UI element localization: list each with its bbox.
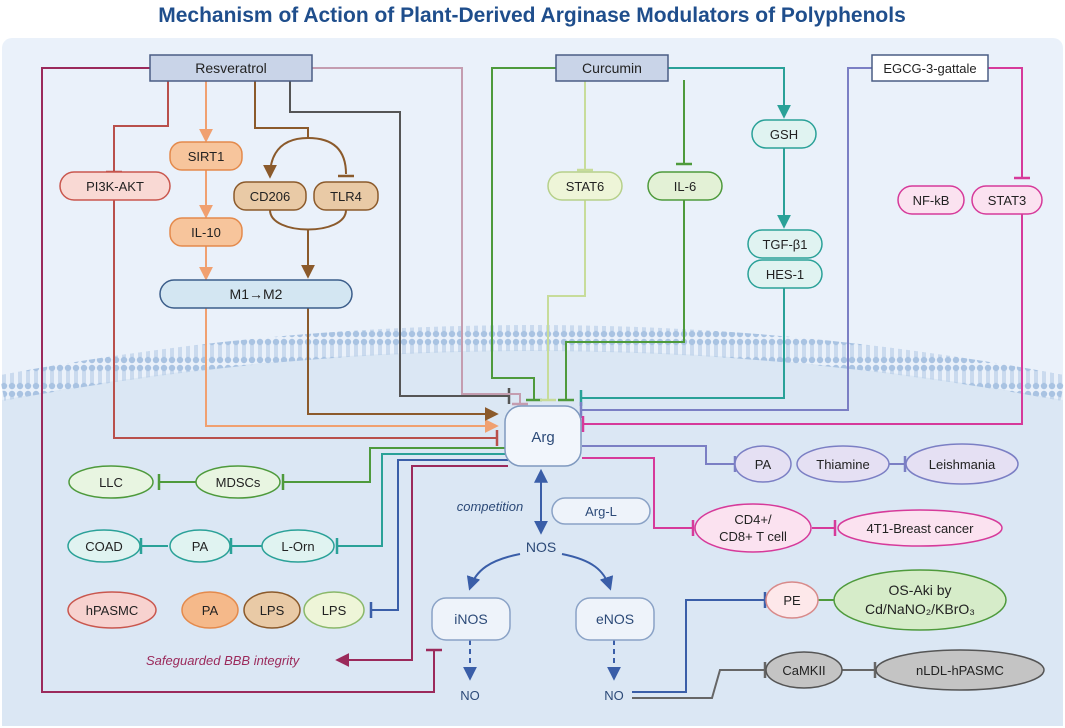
egcg-label: EGCG-3-gattale [883,61,976,76]
m1-m2-node: M1→M2 [159,279,353,309]
cd206-label: CD206 [250,189,290,204]
cell-membrane [0,325,1065,401]
il10-label: IL-10 [191,225,221,240]
lps-green-node: LPS [303,591,365,629]
pa-orange-node: PA [181,591,239,629]
curcumin-label: Curcumin [582,60,642,76]
lps-green-label: LPS [322,603,347,618]
resveratrol-label: Resveratrol [195,60,267,76]
nfkb-node: NF-kB [897,185,965,215]
hes1-node: HES-1 [747,259,823,289]
sirt1-label: SIRT1 [188,149,225,164]
hpasmc-node: hPASMC [67,591,157,629]
no-left-label: NO [460,688,480,703]
llc-label: LLC [99,475,123,490]
os-aki-line2: Cd/NaNO₂/KBrO₃ [865,601,975,617]
arg-l-node: Arg-L [551,497,651,525]
pe-node: PE [765,581,819,619]
thiamine-node: Thiamine [796,445,890,483]
egcg-box: EGCG-3-gattale [871,54,989,82]
arg-l-label: Arg-L [585,504,617,519]
il10-node: IL-10 [169,217,243,247]
stat6-label: STAT6 [566,179,605,194]
camkii-label: CaMKII [782,663,825,678]
l-orn-label: L-Orn [281,539,314,554]
stat3-node: STAT3 [971,185,1043,215]
il6-node: IL-6 [647,171,723,201]
pa-teal-label: PA [192,539,209,554]
inos-node: iNOS [431,597,511,641]
pi3k-akt-node: PI3K-AKT [59,171,171,201]
leishmania-label: Leishmania [929,457,996,472]
camkii-node: CaMKII [765,651,843,689]
hes1-label: HES-1 [766,267,804,282]
cd4-line2: CD8+ T cell [719,529,787,544]
os-aki-line1: OS-Aki by [888,582,951,598]
sirt1-node: SIRT1 [169,141,243,171]
mdscs-label: MDSCs [216,475,261,490]
bbb-label: Safeguarded BBB integrity [146,653,301,668]
diagram-title: Mechanism of Action of Plant-Derived Arg… [158,4,906,27]
pa-orange-label: PA [202,603,219,618]
os-aki-node: OS-Aki by Cd/NaNO₂/KBrO₃ [833,569,1007,631]
il6-label: IL-6 [674,179,696,194]
tlr4-label: TLR4 [330,189,362,204]
stat3-label: STAT3 [988,193,1027,208]
breast-cancer-node: 4T1-Breast cancer [837,509,1003,547]
enos-node: eNOS [575,597,655,641]
competition-label: competition [457,499,523,514]
cell-interior [2,350,1063,726]
pe-label: PE [783,593,801,608]
llc-node: LLC [68,465,154,499]
breast-cancer-label: 4T1-Breast cancer [867,521,975,536]
cd206-node: CD206 [233,181,307,211]
pa-purple-node: PA [734,445,792,483]
curcumin-box: Curcumin [555,54,669,82]
tgf-b1-node: TGF-β1 [747,229,823,259]
enos-label: eNOS [596,611,634,627]
pa-purple-label: PA [755,457,772,472]
m1-m2-label: M1→M2 [230,286,283,302]
cd4-cd8-node: CD4+/ CD8+ T cell [694,503,812,553]
nldl-hpasmc-label: nLDL-hPASMC [916,663,1004,678]
lps-brown-node: LPS [243,591,301,629]
coad-label: COAD [85,539,123,554]
pi3k-akt-label: PI3K-AKT [86,179,144,194]
resveratrol-box: Resveratrol [149,54,313,82]
tgf-b1-label: TGF-β1 [762,237,807,252]
no-right-label: NO [604,688,624,703]
tlr4-node: TLR4 [313,181,379,211]
cd4-line1: CD4+/ [734,512,772,527]
thiamine-label: Thiamine [816,457,869,472]
gsh-node: GSH [751,119,817,149]
leishmania-node: Leishmania [905,443,1019,485]
nldl-hpasmc-node: nLDL-hPASMC [875,649,1045,691]
arg-label: Arg [531,429,554,446]
gsh-label: GSH [770,127,798,142]
pa-teal-node: PA [169,529,231,563]
nfkb-label: NF-kB [913,193,950,208]
l-orn-node: L-Orn [261,529,335,563]
hpasmc-label: hPASMC [86,603,139,618]
mdscs-node: MDSCs [195,465,281,499]
arg-node: Arg [504,405,582,467]
coad-node: COAD [67,529,141,563]
stat6-node: STAT6 [547,171,623,201]
inos-label: iNOS [454,611,487,627]
lps-brown-label: LPS [260,603,285,618]
nos-label: NOS [526,539,556,555]
